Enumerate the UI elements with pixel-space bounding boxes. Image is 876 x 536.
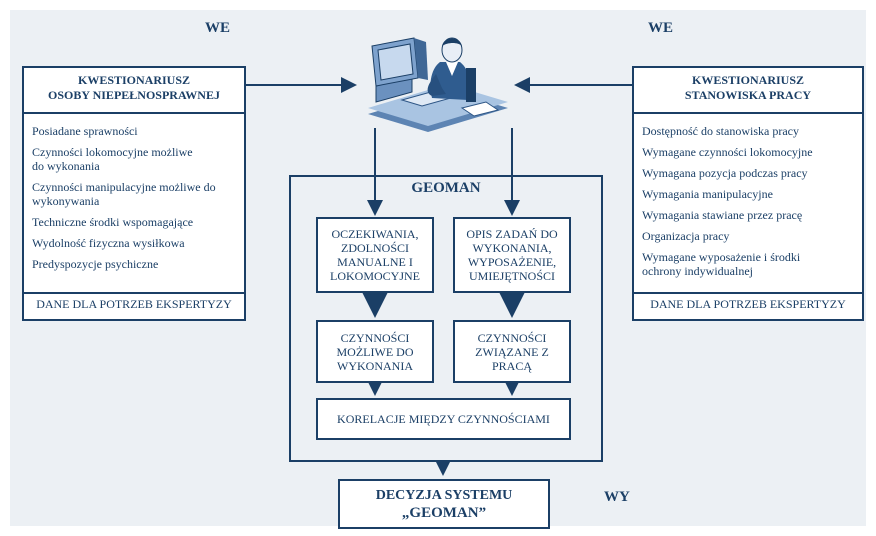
list-item: Dostępność do stanowiska pracy [642,124,799,138]
expectations-box: OCZEKIWANIA, ZDOLNOŚCI MANUALNE I LOKOMO… [316,217,434,293]
list-item: Techniczne środki wspomagające [32,215,194,229]
correlation-box: KORELACJE MIĘDZY CZYNNOŚCIAMI [316,398,571,440]
tasks-description-box: OPIS ZADAŃ DO WYKONANIA, WYPOSAŻENIE, UM… [453,217,571,293]
disabled-person-questionnaire: KWESTIONARIUSZ OSOBY NIEPEŁNOSPRAWNEJ Po… [22,66,246,321]
list-item: Wymagane czynności lokomocyjne [642,145,813,159]
questionnaire-title: KWESTIONARIUSZ [691,73,805,87]
list-item: Wymagane wyposażenie i środki ochrony in… [642,250,801,278]
questionnaire-subtitle: STANOWISKA PRACY [684,88,812,102]
geoman-title: GEOMAN [411,180,481,196]
questionnaire-subtitle: OSOBY NIEPEŁNOSPRAWNEJ [48,88,220,102]
divider [24,292,244,294]
questionnaire-footer: DANE DLA POTRZEB EKSPERTYZY [650,297,846,311]
questionnaire-items: Posiadane sprawności Czynności lokomocyj… [32,124,240,278]
divider [24,112,244,114]
system-decision-box: DECYZJA SYSTEMU „GEOMAN” [338,479,550,529]
questionnaire-items: Dostępność do stanowiska pracy Wymagane … [642,124,858,285]
possible-activities-box: CZYNNOŚCI MOŻLIWE DO WYKONANIA [316,320,434,383]
divider [634,112,862,114]
input-label-left: WE [205,20,231,36]
list-item: Wydolność fizyczna wysiłkowa [32,236,185,250]
list-item: Organizacja pracy [642,229,730,243]
questionnaire-footer: DANE DLA POTRZEB EKSPERTYZY [36,297,232,311]
list-item: Predyspozycje psychiczne [32,257,159,271]
computer-operator-icon [368,37,508,132]
workstation-questionnaire: KWESTIONARIUSZ STANOWISKA PRACY Dostępno… [632,66,864,321]
list-item: Wymagania stawiane przez pracę [642,208,803,222]
list-item: Posiadane sprawności [32,124,138,138]
divider [634,292,862,294]
list-item: Czynności lokomocyjne możliwe do wykonan… [32,145,193,173]
geoman-system-frame [289,175,603,462]
list-item: Wymagania manipulacyjne [642,187,773,201]
input-label-right: WE [648,20,674,36]
output-label: WY [604,489,630,505]
work-activities-box: CZYNNOŚCI ZWIĄZANE Z PRACĄ [453,320,571,383]
list-item: Czynności manipulacyjne możliwe do wykon… [32,180,216,208]
decision-title: DECYZJA SYSTEMU [375,487,513,503]
list-item: Wymagana pozycja podczas pracy [642,166,808,180]
questionnaire-title: KWESTIONARIUSZ [77,73,191,87]
decision-system-name: „GEOMAN” [401,504,487,521]
